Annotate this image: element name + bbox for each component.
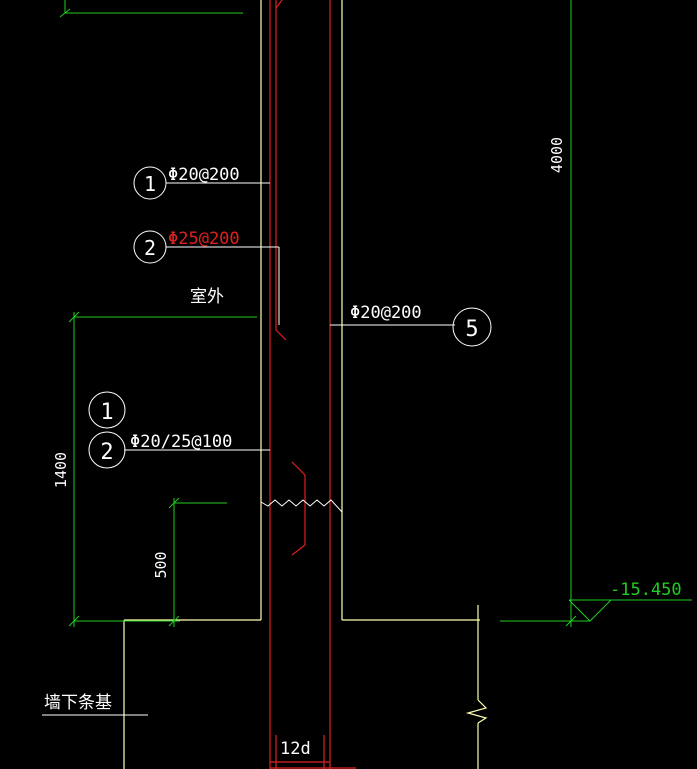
label-anchorage: 12d (280, 739, 311, 759)
wall-outline (123, 0, 488, 769)
svg-text:2: 2 (144, 236, 156, 260)
label-outside: 室外 (190, 287, 224, 307)
svg-text:1: 1 (100, 400, 113, 425)
callout-marker-5: 5 (452, 307, 492, 347)
top-left-dimension (59, 0, 243, 18)
dimension-lines (68, 0, 692, 627)
svg-text:1: 1 (144, 172, 156, 196)
leader-lines (124, 182, 455, 451)
dimension-wall-height: 4000 (548, 137, 566, 173)
callout-marker-1b: 1 (88, 391, 126, 429)
svg-text:2: 2 (100, 440, 113, 465)
dimension-splice-height: 500 (152, 551, 170, 578)
callout-text-1: Φ20@200 (168, 165, 240, 185)
callout-marker-1: 1 (133, 166, 167, 200)
callout-marker-2b: 2 (88, 431, 126, 469)
callout-text-5: Φ20@200 (350, 303, 422, 323)
callout-text-combined: Φ20/25@100 (130, 432, 232, 452)
callout-marker-2: 2 (133, 230, 167, 264)
svg-text:5: 5 (465, 317, 478, 342)
label-strip-foundation: 墙下条基 (44, 693, 112, 713)
rebar-red (269, 0, 356, 769)
break-line (260, 499, 343, 513)
dimension-left-height: 1400 (52, 452, 70, 488)
callout-text-2: Φ25@200 (168, 229, 240, 249)
elevation-value: -15.450 (610, 580, 682, 600)
